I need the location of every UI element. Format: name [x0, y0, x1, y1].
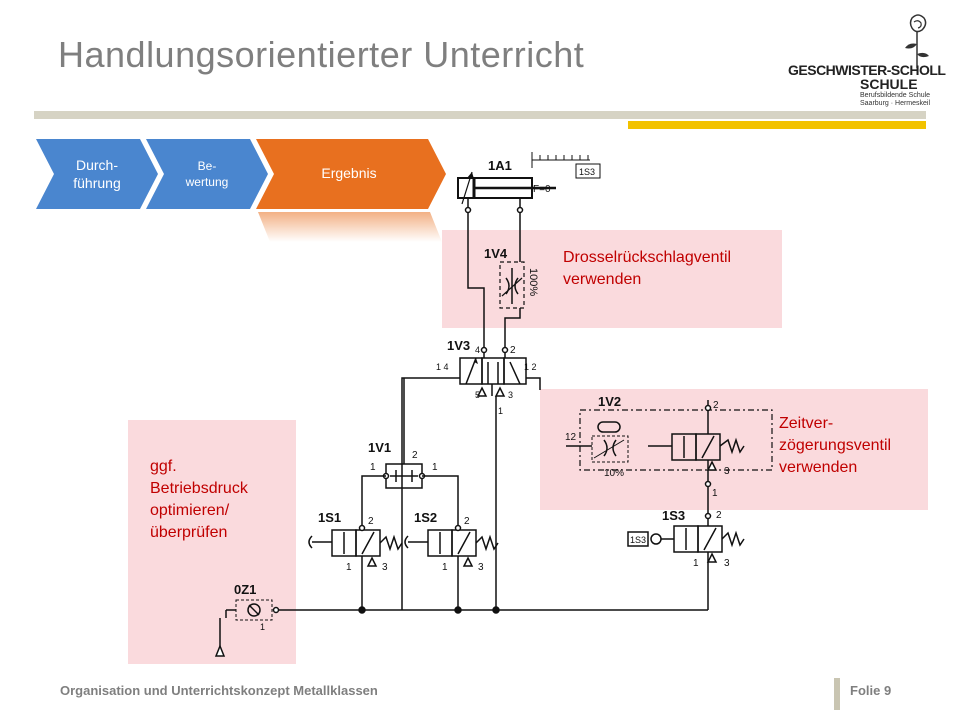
- button2-port3: 3: [478, 562, 484, 573]
- main-valve-port3: 3: [508, 390, 513, 400]
- footer-text: Organisation und Unterrichtskonzept Meta…: [60, 683, 378, 698]
- button2-port1: 1: [442, 562, 448, 573]
- process-step-durchfuehrung-line1: Durch-: [75, 157, 118, 173]
- main-valve-port2: 2: [510, 345, 516, 356]
- process-step-durchfuehrung: [36, 139, 158, 209]
- timer-percent: 10%: [604, 468, 624, 479]
- note-zeit: Zeitver- zögerungsventil verwenden: [779, 413, 891, 479]
- main-valve-1v3: 1V3 4 2 1 4 1 2 5 3 1: [436, 338, 537, 416]
- process-step-bewertung-label: Be- wertung: [164, 158, 250, 190]
- main-valve-port1: 1: [498, 406, 503, 416]
- throttle-label: 1V4: [484, 246, 508, 261]
- button2-label: 1S2: [414, 510, 437, 525]
- note-druck-line4: überprüfen: [150, 524, 228, 541]
- ergebnis-reflection: [258, 212, 442, 242]
- note-zeit-line3: verwenden: [779, 459, 858, 476]
- position-scale: 1S3: [531, 152, 601, 179]
- roller-valve-1s3: 1S3 1S3 2 3 1: [627, 508, 745, 610]
- note-drossel-line1: Drosselrückschlagventil: [563, 249, 732, 266]
- process-step-ergebnis-label: Ergebnis: [321, 165, 377, 181]
- timer-label: 1V2: [598, 394, 621, 409]
- roller-valve-port3: 3: [724, 558, 730, 569]
- service-unit-0z1: 0Z1 1: [214, 582, 280, 657]
- logo-text-school: GESCHWISTER-SCHOLL: [788, 62, 946, 78]
- school-logo: GESCHWISTER-SCHOLL SCHULE Berufsbildende…: [788, 8, 946, 108]
- shuttle-port1b: 1: [432, 462, 438, 473]
- time-delay-valve-1v2: 1V2 10% 12 2 3 1: [565, 394, 773, 508]
- roller-valve-port2: 2: [716, 510, 722, 521]
- cylinder-force-label: F=0: [533, 184, 551, 195]
- slide-number: Folie 9: [850, 683, 892, 698]
- pilot-lines: [401, 377, 541, 610]
- button1-port3: 3: [382, 562, 388, 573]
- cylinder-label: 1A1: [488, 158, 512, 173]
- logo-text-location: Berufsbildende Schule Saarburg · Hermesk…: [860, 92, 930, 108]
- header-accent-rule: [628, 121, 926, 129]
- timer-port3: 3: [724, 466, 730, 477]
- note-zeit-line1: Zeitver-: [779, 415, 834, 432]
- button2-port2: 2: [464, 516, 470, 527]
- footer-divider: [834, 678, 840, 710]
- throttle-percent: 100%: [527, 268, 539, 296]
- header-rule: [34, 111, 926, 119]
- button-valve-1s1: 1S1 2 1 3: [308, 510, 403, 610]
- button1-port2: 2: [368, 516, 374, 527]
- scale-sensor-label: 1S3: [579, 167, 595, 177]
- process-step-bewertung-line2: wertung: [185, 175, 229, 189]
- timer-port12: 12: [565, 432, 577, 443]
- throttle-check-valve-1v4: 1V4 100%: [484, 246, 539, 309]
- service-label: 0Z1: [234, 582, 256, 597]
- process-step-bewertung: [146, 139, 268, 209]
- shuttle-port1a: 1: [370, 462, 376, 473]
- note-druck-line3: optimieren/: [150, 502, 230, 519]
- note-druck-line2: Betriebsdruck: [150, 480, 248, 497]
- rose-logo-icon: [905, 14, 929, 68]
- process-step-durchfuehrung-line2: führung: [73, 175, 121, 191]
- main-valve-port4: 4: [475, 345, 480, 355]
- slide-title: Handlungsorientierter Unterricht: [58, 34, 585, 75]
- button1-label: 1S1: [318, 510, 341, 525]
- service-port1: 1: [260, 622, 265, 632]
- note-drossel-line2: verwenden: [563, 271, 642, 288]
- cylinder-lines: [467, 212, 521, 348]
- logo-text-type: Berufsbildende Schule: [860, 92, 931, 99]
- timer-port2: 2: [713, 400, 719, 411]
- main-valve-label: 1V3: [447, 338, 470, 353]
- main-valve-port14: 1 4: [436, 362, 449, 372]
- note-box-druck: [128, 420, 296, 664]
- note-druck-line1: ggf.: [150, 458, 177, 475]
- logo-text-schule: SCHULE: [860, 76, 918, 92]
- shuttle-label: 1V1: [368, 440, 391, 455]
- note-drossel: Drosselrückschlagventil verwenden: [563, 247, 731, 291]
- roller-sensor-tag: 1S3: [630, 535, 646, 545]
- main-supply-line: [278, 606, 708, 614]
- main-valve-port5: 5: [475, 390, 480, 400]
- note-druck: ggf. Betriebsdruck optimieren/ überprüfe…: [150, 456, 248, 544]
- main-valve-port12: 1 2: [524, 362, 537, 372]
- roller-valve-label: 1S3: [662, 508, 685, 523]
- process-step-durchfuehrung-label: Durch- führung: [54, 156, 140, 192]
- cylinder-1a1: 1A1 F=0: [457, 158, 556, 214]
- note-box-drossel: [442, 230, 782, 328]
- timer-port1: 1: [712, 488, 718, 499]
- note-box-zeit: [540, 389, 928, 510]
- shuttle-port2: 2: [412, 450, 418, 461]
- button-valve-1s2: 1S2 2 1 3: [404, 510, 499, 610]
- process-step-bewertung-line1: Be-: [197, 159, 217, 173]
- button1-port1: 1: [346, 562, 352, 573]
- logo-text-town: Saarburg · Hermeskeil: [860, 100, 931, 107]
- note-zeit-line2: zögerungsventil: [779, 437, 892, 454]
- shuttle-valve-1v1: 1V1 2 1 1: [361, 378, 459, 526]
- roller-valve-port1: 1: [693, 558, 699, 569]
- process-step-ergebnis: [256, 139, 446, 209]
